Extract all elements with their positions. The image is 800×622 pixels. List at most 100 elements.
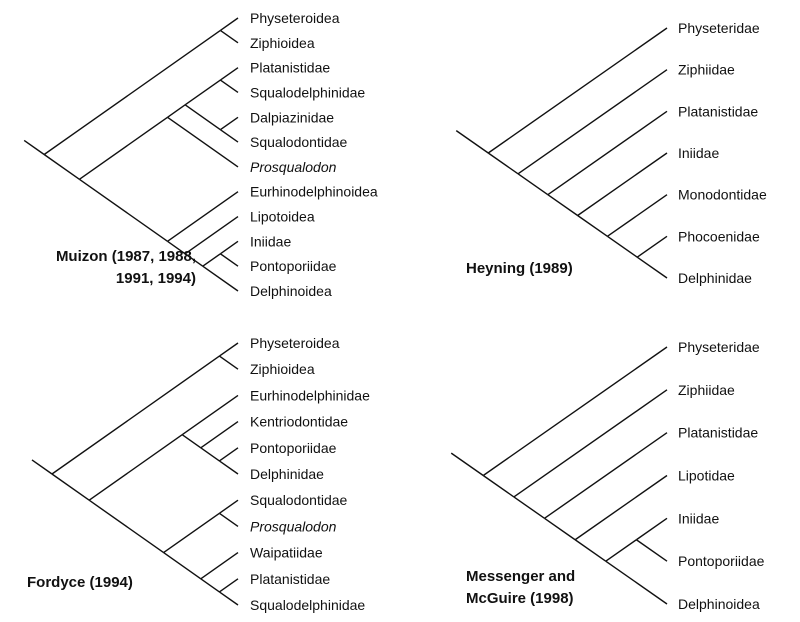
taxon-label: Platanistidae xyxy=(250,60,330,76)
branch xyxy=(218,355,239,370)
branch xyxy=(218,591,239,606)
branch xyxy=(547,110,668,196)
branch xyxy=(487,152,519,175)
branch xyxy=(517,69,668,175)
branch xyxy=(51,473,90,501)
branch xyxy=(79,178,168,242)
branch xyxy=(482,474,515,498)
branch xyxy=(43,153,80,180)
branch xyxy=(544,517,576,541)
taxon-label: Monodontidae xyxy=(678,187,767,203)
heyning-author-label: Heyning (1989) xyxy=(466,258,573,280)
branch xyxy=(607,235,638,258)
branch xyxy=(547,194,579,217)
branch xyxy=(167,116,239,168)
branch xyxy=(636,235,668,258)
branch xyxy=(218,460,239,475)
taxon-label: Iniidae xyxy=(250,233,291,249)
branch xyxy=(43,29,221,156)
taxon-label: Ziphioidea xyxy=(250,35,315,51)
branch xyxy=(517,173,549,196)
branch xyxy=(605,539,637,562)
branch xyxy=(88,499,164,554)
branch xyxy=(181,434,202,449)
branch xyxy=(513,389,668,498)
taxon-label: Eurhinodelphinoidea xyxy=(250,184,378,200)
author-line: McGuire (1998) xyxy=(466,590,574,607)
taxon-label: Iniidae xyxy=(678,510,719,526)
branch xyxy=(200,447,220,462)
author-line: Messenger and xyxy=(466,568,576,585)
branch xyxy=(605,560,668,605)
taxon-label: Platanistidae xyxy=(678,103,758,119)
messenger-mcguire-author-label: Messenger and McGuire (1998) xyxy=(466,566,575,610)
branch xyxy=(200,552,239,580)
taxon-label: Squalodontidae xyxy=(250,134,348,150)
taxon-label: Ziphiidae xyxy=(678,62,735,78)
taxon-label: Delphinoidea xyxy=(250,283,332,299)
branch xyxy=(181,394,239,436)
taxon-label: Eurhinodelphinidae xyxy=(250,387,370,403)
branch xyxy=(219,29,239,44)
taxon-label: Lipotoidea xyxy=(250,209,315,225)
taxon-label: Prosqualodon xyxy=(250,159,337,175)
branch xyxy=(184,215,239,255)
root-stem xyxy=(23,139,45,156)
taxon-label: Squalodontidae xyxy=(250,492,348,508)
branch xyxy=(88,434,183,501)
root-stem xyxy=(450,452,484,477)
taxon-label: Phocoenidae xyxy=(678,228,760,244)
branch xyxy=(79,116,168,180)
branch xyxy=(218,447,239,462)
branch xyxy=(574,474,668,541)
branch xyxy=(200,421,239,449)
taxon-label: Squalodelphinidae xyxy=(250,597,365,613)
branch xyxy=(167,240,186,255)
branch xyxy=(487,27,668,154)
branch xyxy=(219,67,239,81)
branch xyxy=(636,256,668,279)
branch xyxy=(163,512,220,554)
taxon-label: Delphinidae xyxy=(250,466,324,482)
author-line: Muizon (1987, 1988, xyxy=(55,248,196,265)
taxon-label: Physeteridae xyxy=(678,339,760,355)
taxon-label: Iniidae xyxy=(678,145,719,161)
taxon-label: Pontoporiidae xyxy=(250,258,337,274)
branch xyxy=(184,104,221,131)
taxon-label: Delphinoidea xyxy=(678,596,760,612)
root-stem xyxy=(455,130,489,154)
branch xyxy=(635,539,668,562)
root-stem xyxy=(31,459,53,475)
branch xyxy=(635,517,668,541)
branch xyxy=(577,214,608,237)
taxon-label: Ziphiidae xyxy=(678,382,735,398)
author-line: 1991, 1994) xyxy=(115,270,196,287)
fordyce-author-label: Fordyce (1994) xyxy=(27,572,133,594)
taxon-label: Dalpiazinidae xyxy=(250,109,334,125)
taxon-label: Pontoporiidae xyxy=(678,553,765,569)
branch xyxy=(219,253,239,267)
branch xyxy=(577,152,668,217)
branch xyxy=(200,578,220,593)
branch xyxy=(218,578,239,593)
branch xyxy=(544,432,668,519)
branch xyxy=(202,253,221,267)
taxon-label: Kentriodontidae xyxy=(250,414,348,430)
taxon-label: Pontoporiidae xyxy=(250,440,337,456)
branch xyxy=(574,539,607,562)
branch xyxy=(184,253,204,267)
author-line: Heyning (1989) xyxy=(466,260,573,277)
taxon-label: Lipotidae xyxy=(678,468,735,484)
taxon-label: Platanistidae xyxy=(250,571,330,587)
branch xyxy=(163,552,202,580)
branch xyxy=(219,17,239,31)
taxon-label: Waipatiidae xyxy=(250,545,323,561)
taxon-label: Platanistidae xyxy=(678,425,758,441)
taxon-label: Squalodelphinidae xyxy=(250,84,365,100)
branch xyxy=(202,265,239,292)
branch xyxy=(184,79,221,106)
branch xyxy=(218,512,239,527)
taxon-label: Physeteroidea xyxy=(250,10,340,26)
taxon-label: Ziphioidea xyxy=(250,361,315,377)
